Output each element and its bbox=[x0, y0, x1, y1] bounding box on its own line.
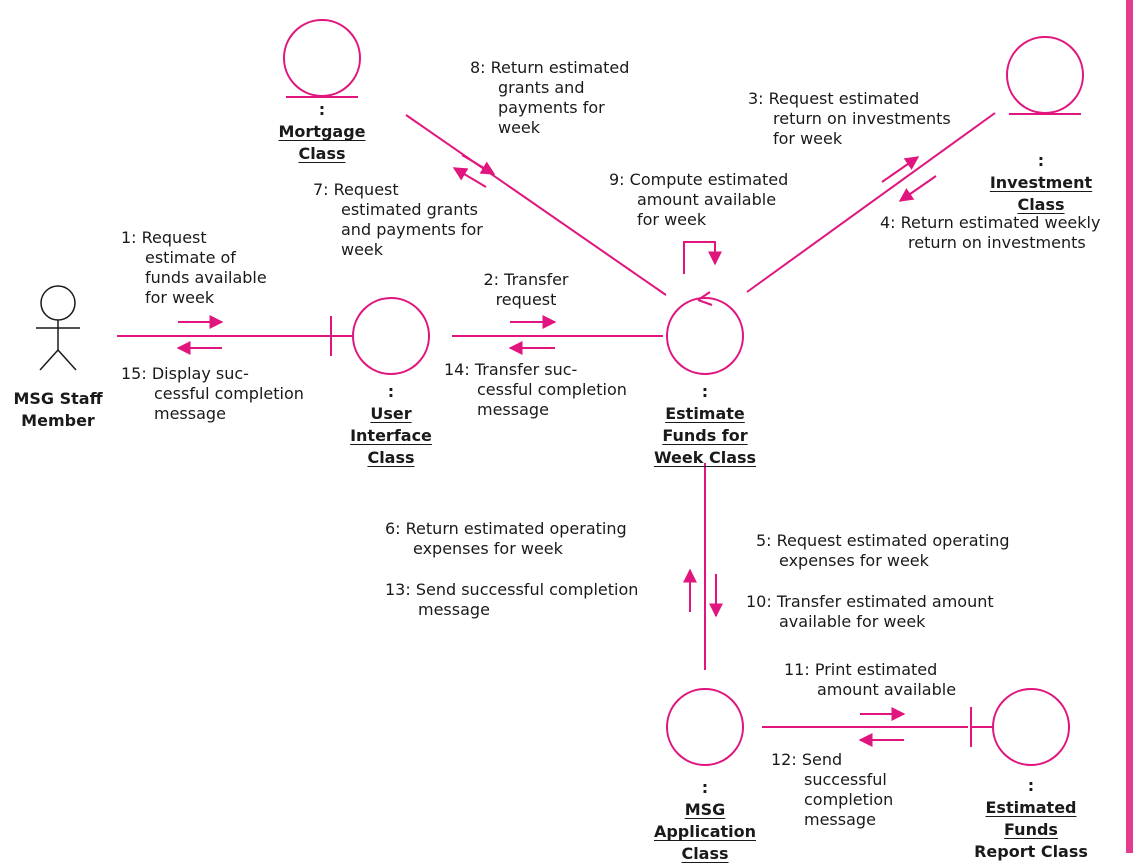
user-interface-boundary-icon bbox=[330, 297, 430, 375]
message-6: 6: Return estimated operating expenses f… bbox=[385, 519, 627, 558]
message-15: 15: Display suc- cessful completion mess… bbox=[121, 364, 304, 423]
arrow-m7 bbox=[452, 167, 487, 188]
message-11: 11: Print estimated amount available bbox=[784, 660, 957, 699]
report-class-label: : Estimated Funds Report Class bbox=[974, 776, 1088, 861]
msg-application-control-icon bbox=[666, 688, 744, 766]
message-2: 2: Transfer request bbox=[483, 270, 569, 309]
mortgage-class-label: : Mortgage Class bbox=[278, 100, 366, 163]
message-5: 5: Request estimated operating expenses … bbox=[756, 531, 1010, 570]
message-13: 13: Send successful completion message bbox=[385, 580, 639, 619]
msg-application-class-label: : MSG Application Class bbox=[653, 778, 757, 863]
link-estimate-mortgage bbox=[405, 114, 667, 296]
arrow-m8 bbox=[461, 154, 496, 175]
arrow-m4 bbox=[898, 175, 937, 202]
link-estimate-investment bbox=[746, 112, 996, 293]
arrow-m3 bbox=[881, 156, 920, 183]
message-8: 8: Return estimated grants and payments … bbox=[470, 58, 630, 137]
investment-class-label: : Investment Class bbox=[989, 151, 1093, 214]
message-3: 3: Request estimated return on investmen… bbox=[748, 89, 951, 148]
self-loop-arrow bbox=[683, 241, 722, 274]
page-edge-bar bbox=[1126, 0, 1133, 853]
message-12: 12: Send successful completion message bbox=[771, 750, 894, 829]
actor-label: MSG Staff Member bbox=[13, 389, 103, 430]
report-boundary-icon bbox=[970, 688, 1070, 766]
link-lines bbox=[117, 112, 996, 728]
estimate-funds-class-label: : Estimate Funds for Week Class bbox=[653, 382, 757, 467]
mortgage-entity-icon bbox=[283, 19, 361, 98]
actor-stick-figure bbox=[36, 285, 80, 371]
message-7: 7: Request estimated grants and payments… bbox=[313, 180, 483, 259]
estimate-funds-control-icon bbox=[666, 291, 744, 375]
investment-entity-icon bbox=[1006, 36, 1084, 115]
message-9: 9: Compute estimated amount available fo… bbox=[609, 170, 789, 229]
user-interface-class-label: : User Interface Class bbox=[350, 382, 432, 467]
message-14: 14: Transfer suc- cessful completion mes… bbox=[444, 360, 627, 419]
message-4: 4: Return estimated weekly return on inv… bbox=[880, 213, 1101, 252]
message-1: 1: Request estimate of funds available f… bbox=[121, 228, 267, 307]
message-10: 10: Transfer estimated amount available … bbox=[746, 592, 994, 631]
